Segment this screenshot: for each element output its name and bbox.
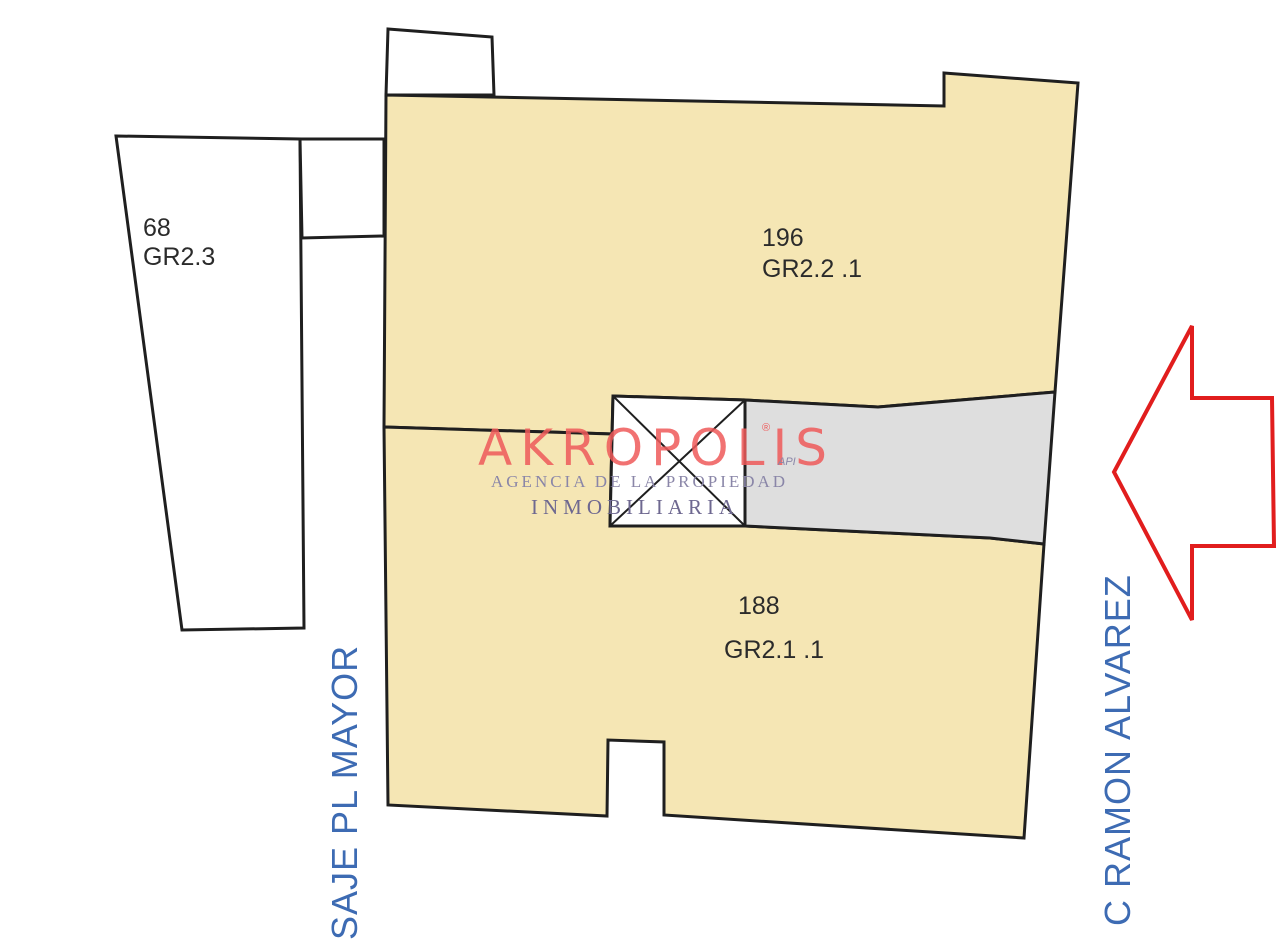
light-well-cross-b — [609, 399, 746, 527]
parcel-188: 188 GR2.1 .1 — [382, 425, 1046, 840]
watermark-registered: ® — [762, 422, 770, 434]
parcel-188-number: 188 — [738, 592, 780, 620]
parcel-68: 68 GR2.3 — [114, 134, 306, 632]
watermark-api: API — [777, 456, 796, 468]
parcel-196-code: GR2.2 .1 — [762, 255, 862, 283]
parcel-68-code: GR2.3 — [143, 243, 215, 271]
passage-block — [298, 137, 386, 240]
parcel-196-outline — [382, 71, 1080, 436]
street-label-left: SAJE PL MAYOR — [324, 645, 365, 940]
watermark-brand: AKROPOLIS — [478, 419, 835, 477]
parcel-196: 196 GR2.2 .1 — [382, 71, 1080, 436]
parcel-68-outline — [114, 134, 306, 632]
entrance-arrow-icon — [1111, 325, 1277, 621]
parcel-196-number: 196 — [762, 224, 804, 252]
watermark: AKROPOLIS ® API AGENCIA DE LA PROPIEDAD … — [478, 419, 835, 519]
street-label-right: C RAMON ALVAREZ — [1097, 574, 1138, 926]
parcel-68-number: 68 — [143, 214, 171, 242]
parcel-188-code: GR2.1 .1 — [724, 636, 824, 664]
watermark-line1: AGENCIA DE LA PROPIEDAD — [491, 472, 788, 491]
annex-top — [384, 27, 496, 97]
watermark-line2: INMOBILIARIA — [531, 495, 739, 519]
light-well — [608, 394, 747, 528]
